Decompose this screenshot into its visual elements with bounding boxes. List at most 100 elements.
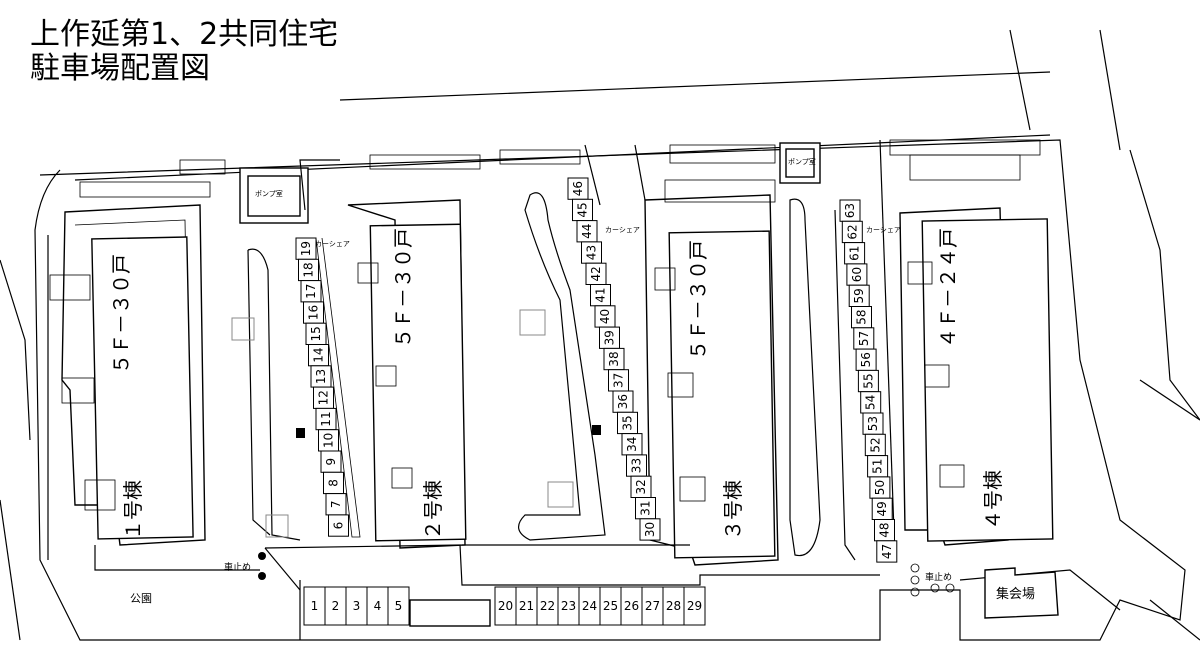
building-1-name: １号棟: [121, 480, 145, 540]
parking-slot-28: 28: [662, 586, 685, 626]
parking-slot-14: 14: [308, 344, 329, 367]
parking-slot-13: 13: [310, 365, 332, 388]
parking-slot-48: 48: [874, 519, 895, 542]
car-stop-label-1: 車止め: [224, 561, 251, 573]
parking-slot-45: 45: [572, 198, 593, 222]
parking-slot-40-number: 40: [598, 309, 612, 324]
parking-slot-20: 20: [494, 586, 517, 626]
parking-slot-7-number: 7: [329, 500, 343, 508]
car-share-label-3: カーシェア: [866, 226, 901, 234]
parking-slot-53: 53: [862, 412, 884, 435]
parking-slot-19: 19: [295, 237, 317, 260]
parking-slot-47: 47: [876, 540, 898, 563]
parking-slot-43-number: 43: [585, 245, 599, 260]
parking-slot-56: 56: [855, 348, 877, 371]
parking-slot-62: 62: [841, 220, 863, 244]
parking-slot-48-number: 48: [878, 523, 892, 538]
parking-slot-21: 21: [515, 586, 538, 626]
plan-labels: ポンプ室 ポンプ室 カーシェア カーシェア カーシェア 車止め 車止め 公園 集…: [130, 157, 1035, 605]
car-share-label-1: カーシェア: [315, 240, 350, 248]
parking-slot-22: 22: [536, 586, 559, 626]
parking-slot-44: 44: [576, 220, 598, 243]
parking-slot-12: 12: [313, 386, 334, 409]
drawing-title: 上作延第1、2共同住宅 駐車場配置図: [30, 18, 338, 86]
parking-slot-33-number: 33: [630, 458, 644, 473]
parking-slot-59: 59: [848, 284, 870, 308]
parking-slot-14-number: 14: [312, 348, 326, 363]
parking-slot-5: 5: [387, 586, 410, 626]
parking-slot-25-number: 25: [603, 599, 618, 613]
parking-slot-45-number: 45: [576, 202, 590, 217]
parking-slot-4: 4: [366, 586, 389, 626]
parking-slot-39: 39: [599, 326, 620, 349]
parking-slot-52: 52: [864, 433, 886, 457]
pump-room-label-1: ポンプ室: [255, 189, 283, 198]
building-4: [899, 207, 1054, 546]
building-3-name: ３号棟: [721, 480, 745, 540]
parking-slot-63-number: 63: [843, 203, 857, 218]
parking-slot-2: 2: [324, 586, 347, 626]
parking-slot-36: 36: [612, 390, 634, 413]
parking-slot-58: 58: [851, 306, 872, 329]
parking-slot-58-number: 58: [855, 310, 869, 325]
parking-slot-46-number: 46: [571, 181, 585, 196]
parking-slot-10-number: 10: [322, 433, 336, 448]
building-2: [347, 199, 467, 549]
parking-slot-8-number: 8: [327, 479, 341, 487]
title-line-1: 上作延第1、2共同住宅: [30, 17, 339, 52]
parking-slot-16: 16: [303, 301, 324, 324]
parking-slot-13-number: 13: [314, 369, 328, 384]
parking-slot-56-number: 56: [859, 352, 873, 367]
parking-slot-17-number: 17: [304, 284, 318, 299]
building-2-name: ２号棟: [421, 480, 445, 540]
parking-slot-16-number: 16: [307, 305, 321, 320]
parking-slot-38: 38: [603, 347, 625, 371]
parking-slot-61: 61: [844, 242, 866, 265]
parking-slot-10: 10: [318, 429, 339, 452]
parking-slot-61-number: 61: [848, 246, 862, 261]
parking-slot-17: 17: [300, 280, 322, 303]
building-4-name: ４号棟: [981, 470, 1005, 530]
parking-slot-23: 23: [557, 586, 580, 626]
parking-slot-34-number: 34: [625, 437, 639, 452]
parking-slot-29-number: 29: [687, 599, 702, 613]
parking-slot-18-number: 18: [302, 262, 316, 277]
parking-slot-18: 18: [298, 258, 319, 282]
parking-slot-42-number: 42: [589, 266, 603, 281]
parking-slot-36-number: 36: [616, 394, 630, 409]
building-3: [644, 194, 779, 566]
parking-slot-44-number: 44: [580, 224, 594, 239]
parking-slot-50-number: 50: [873, 480, 887, 495]
parking-slot-3-number: 3: [353, 599, 361, 613]
parking-slot-26: 26: [620, 586, 643, 626]
parking-slot-23-number: 23: [561, 599, 576, 613]
parking-slot-62-number: 62: [845, 224, 859, 239]
parking-slot-35-number: 35: [621, 415, 635, 430]
building-1: [49, 204, 206, 546]
parking-slot-11-number: 11: [319, 411, 333, 426]
bottom-area: [258, 544, 1121, 627]
parking-slot-37-number: 37: [612, 373, 626, 388]
parking-slot-35: 35: [617, 411, 638, 435]
parking-slot-24: 24: [578, 586, 601, 626]
parking-slot-32-number: 32: [634, 479, 648, 494]
parking-slot-57-number: 57: [857, 331, 871, 346]
parking-slot-26-number: 26: [624, 599, 639, 613]
parking-slot-1: 1: [303, 586, 326, 626]
parking-slot-31-number: 31: [639, 501, 653, 516]
parking-slot-11: 11: [315, 407, 337, 431]
parking-slot-49-number: 49: [875, 501, 889, 516]
title-line-2: 駐車場配置図: [30, 51, 210, 86]
parking-slot-6-number: 6: [332, 522, 346, 530]
parking-slot-53-number: 53: [866, 416, 880, 431]
parking-slot-9-number: 9: [324, 458, 338, 466]
parking-slot-27: 27: [641, 586, 664, 626]
building-2-units: ５Ｆ－３０戸: [391, 228, 415, 348]
parking-slot-63: 63: [839, 199, 861, 222]
parking-slot-25: 25: [599, 586, 622, 626]
parking-slot-54: 54: [860, 391, 882, 414]
building-3-units: ５Ｆ－３０戸: [686, 240, 710, 360]
parking-slot-7: 7: [325, 493, 347, 516]
